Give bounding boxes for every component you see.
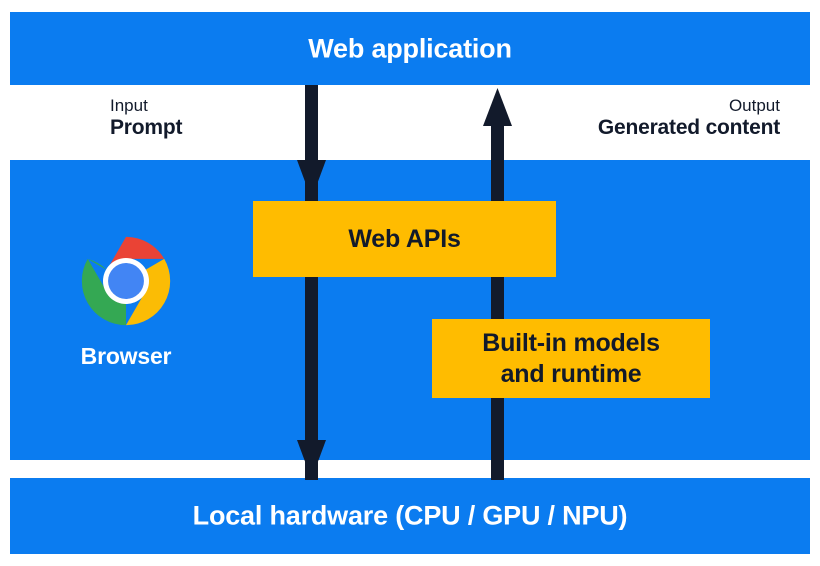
built-in-models-label: Built-in models and runtime xyxy=(482,328,660,389)
local-hardware-label: Local hardware (CPU / GPU / NPU) xyxy=(192,500,628,531)
browser-block: Browser xyxy=(46,235,206,370)
output-value-label: Generated content xyxy=(597,116,780,140)
built-in-models-line1: Built-in models xyxy=(482,329,660,357)
input-kicker-label: Input xyxy=(110,96,148,115)
output-kicker-label: Output xyxy=(728,96,780,115)
web-application-band: Web application xyxy=(10,12,810,85)
web-application-label: Web application xyxy=(308,33,512,63)
built-in-models-line2: and runtime xyxy=(500,359,642,388)
browser-label: Browser xyxy=(80,343,172,369)
input-value-label: Prompt xyxy=(110,116,183,140)
local-hardware-band: Local hardware (CPU / GPU / NPU) xyxy=(10,478,810,554)
web-apis-box: Web APIs xyxy=(253,201,556,277)
output-annotation: Output Generated content xyxy=(598,96,780,141)
web-apis-label: Web APIs xyxy=(348,224,461,253)
input-annotation: Input Prompt xyxy=(110,96,183,141)
built-in-models-box: Built-in models and runtime xyxy=(432,319,710,398)
chrome-logo-icon xyxy=(81,236,171,326)
